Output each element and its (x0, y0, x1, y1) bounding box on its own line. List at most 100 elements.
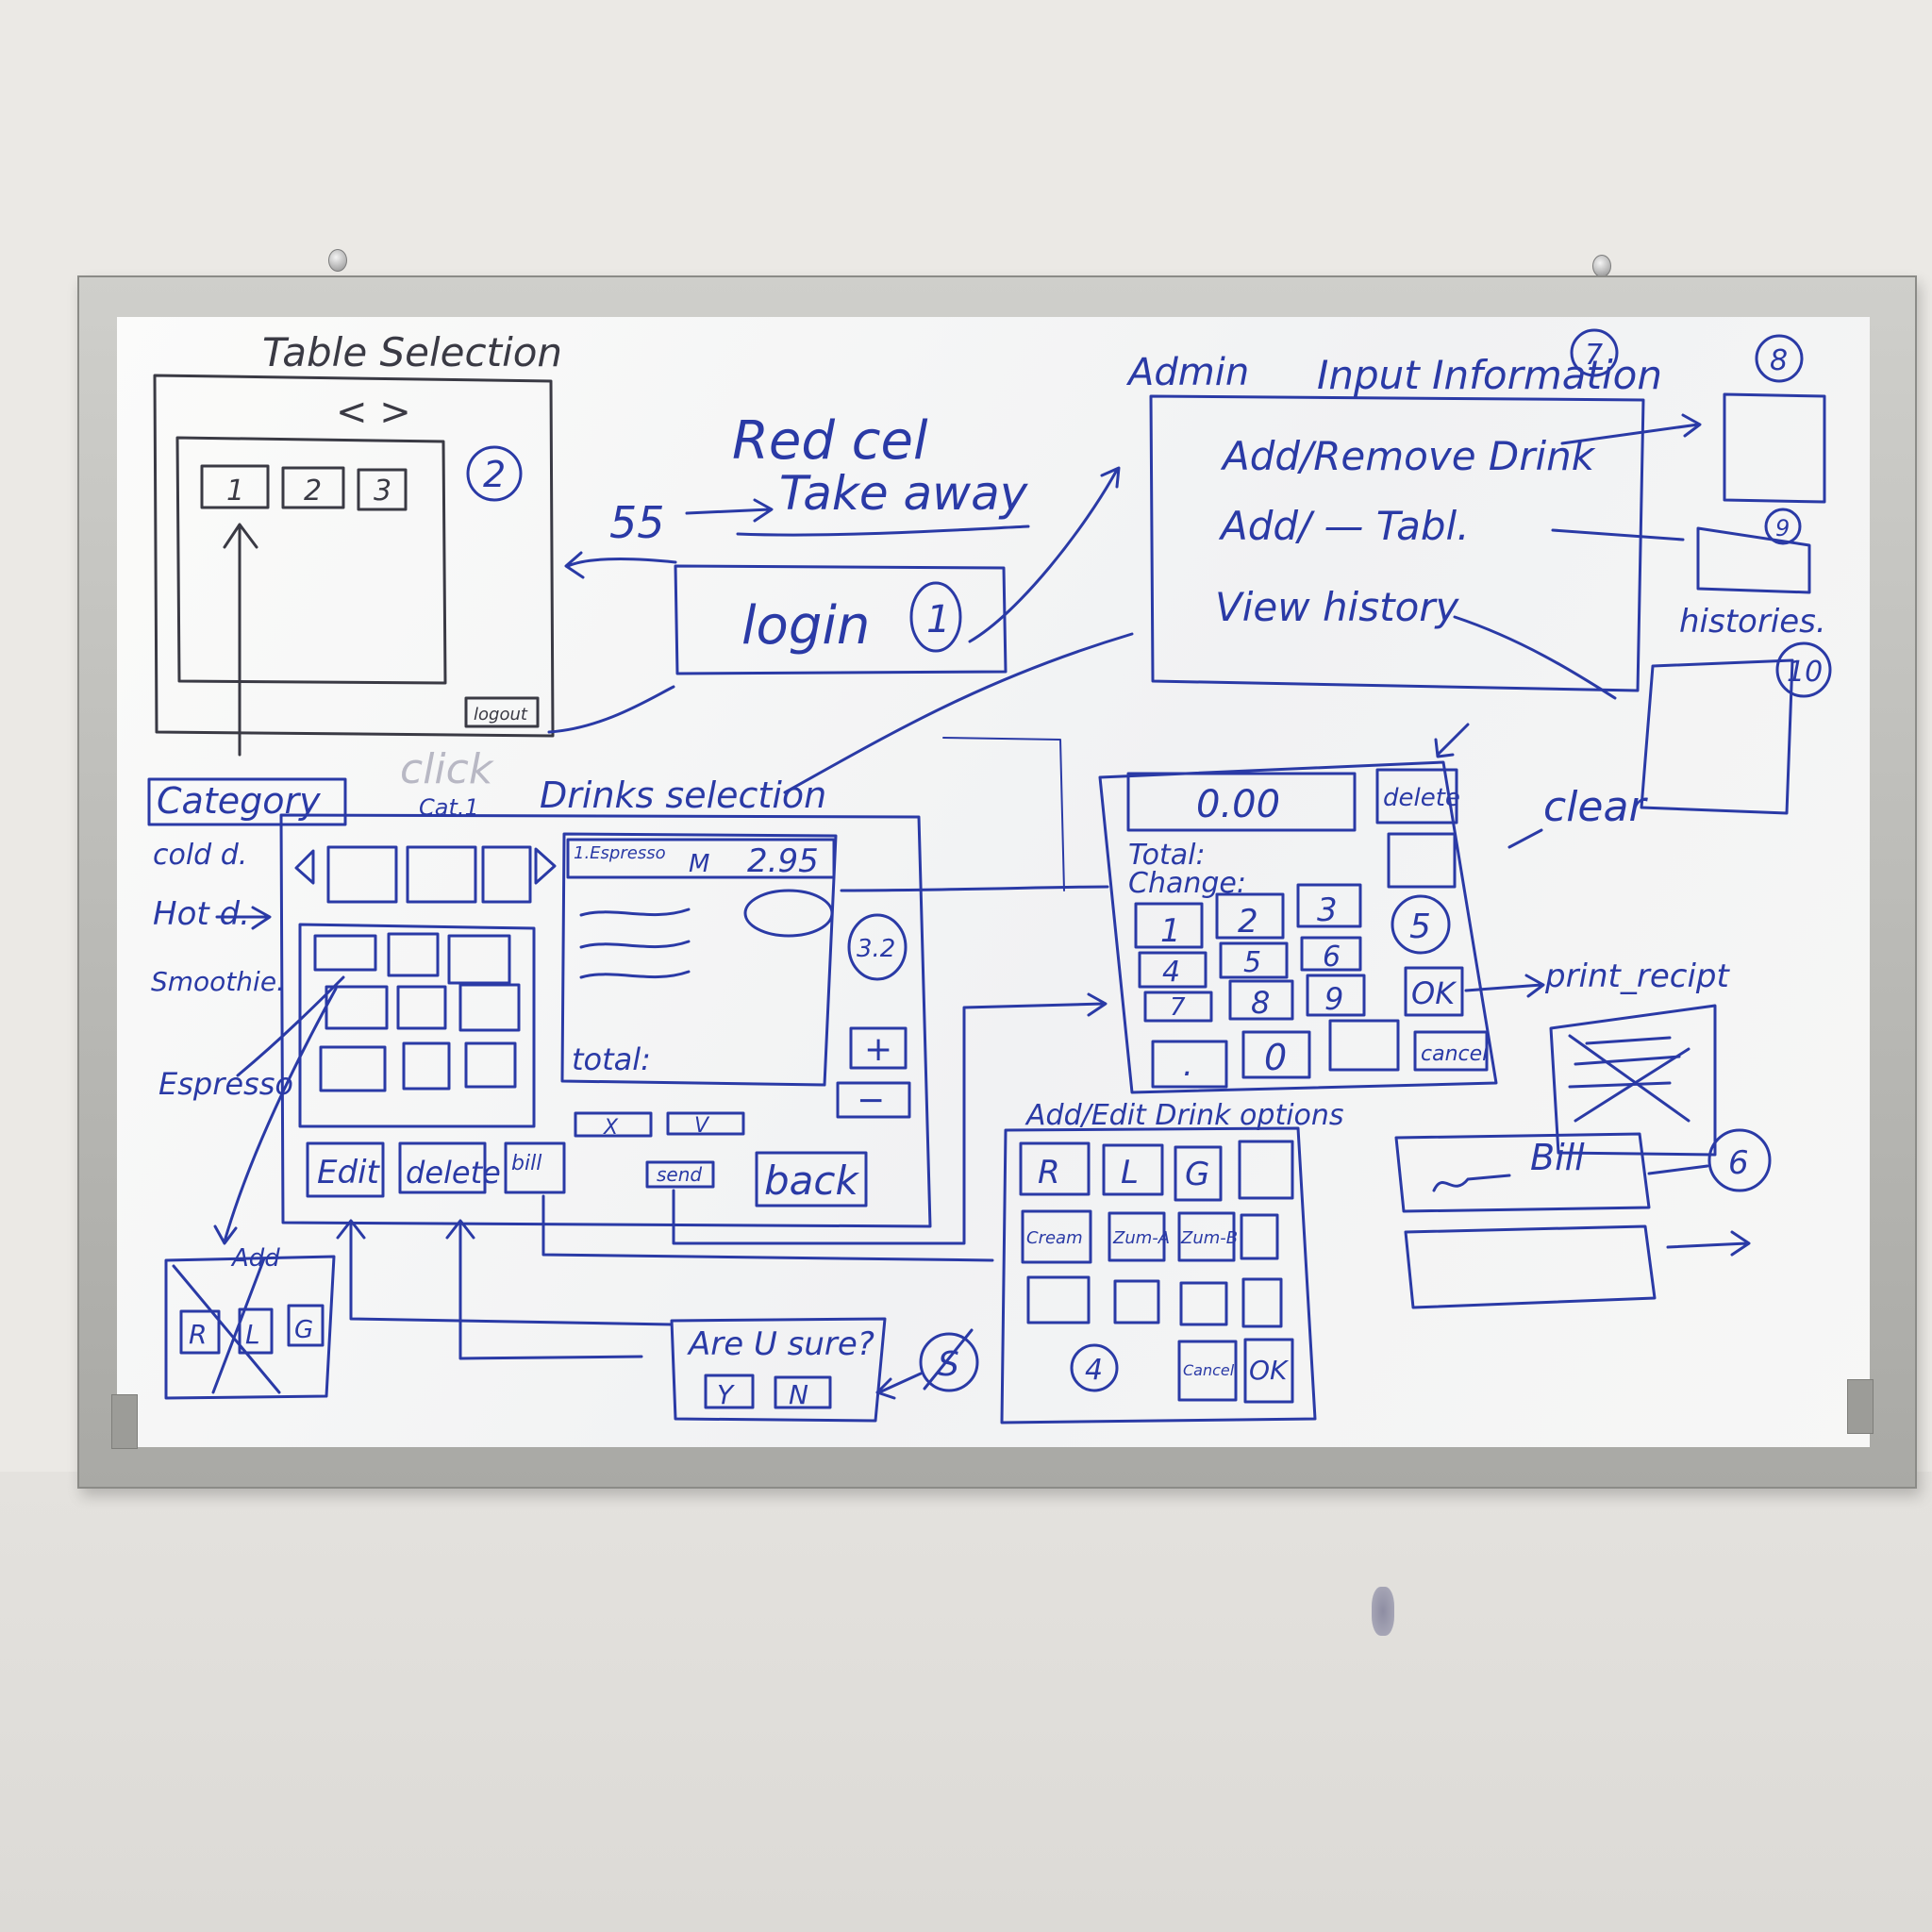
key-7[interactable] (1143, 991, 1213, 1023)
key-2[interactable] (1215, 892, 1285, 940)
drink-tile-2[interactable] (387, 932, 440, 977)
payment-cancel-label: cancel (1421, 1042, 1488, 1066)
confirm-box (670, 1317, 887, 1423)
step-5-circle (1391, 894, 1451, 955)
key-8[interactable] (1228, 979, 1294, 1021)
table-3-button[interactable] (357, 468, 408, 511)
drink-tile-7[interactable] (319, 1045, 387, 1092)
option-red-cel: Red cel (732, 410, 928, 472)
drinks-selection-title: Drinks selection (540, 774, 826, 816)
arrow-ok-to-print (1464, 974, 1545, 998)
drink-tile-3[interactable] (447, 934, 511, 985)
send-button[interactable] (645, 1160, 715, 1189)
minus-button[interactable] (836, 1081, 911, 1119)
confirm-yes-button[interactable] (704, 1374, 755, 1409)
option-slot-2[interactable] (1113, 1279, 1160, 1324)
option-slot-1[interactable] (1026, 1275, 1091, 1324)
click-faint-label: click (400, 745, 494, 793)
key-5[interactable] (1219, 941, 1289, 979)
table-2-button[interactable] (281, 466, 345, 509)
add-option-l[interactable] (238, 1307, 274, 1355)
options-ok-label: OK (1249, 1355, 1290, 1386)
plus-button[interactable] (849, 1026, 908, 1070)
key-6[interactable] (1300, 936, 1362, 972)
bill-button[interactable] (504, 1141, 566, 1194)
payment-blank-key[interactable] (1387, 832, 1457, 889)
extra-zum-a-label: Zum-A (1112, 1228, 1170, 1248)
key-0-label: 0 (1264, 1037, 1287, 1078)
arrow-clear-dash (1507, 828, 1543, 849)
logout-button[interactable] (464, 696, 540, 728)
extra-zum-b-button[interactable] (1177, 1211, 1236, 1262)
step-5-number: 5 (1409, 908, 1431, 946)
category-smoothie[interactable]: Smoothie. (151, 966, 285, 997)
cat-tab-3[interactable] (481, 845, 532, 904)
x-label: X (603, 1116, 619, 1140)
edit-label: Edit (317, 1154, 381, 1191)
mounting-pin-left (328, 249, 347, 272)
drink-tile-8[interactable] (402, 1041, 451, 1091)
confirm-no-button[interactable] (774, 1375, 832, 1409)
arrow-s-to-confirm (875, 1372, 923, 1400)
drink-tile-6[interactable] (458, 983, 521, 1032)
cat-right-arrow[interactable] (534, 847, 557, 885)
step-9-circle (1764, 508, 1802, 545)
payment-cancel-button[interactable] (1413, 1030, 1489, 1072)
panel-8-box (1723, 392, 1826, 504)
drink-tile-5[interactable] (396, 985, 447, 1030)
size-l-button[interactable] (1102, 1143, 1164, 1196)
table-1-button[interactable] (200, 464, 270, 509)
option-slot-4[interactable] (1241, 1277, 1283, 1328)
extra-zum-a-button[interactable] (1108, 1211, 1166, 1262)
order-scribble-3 (579, 970, 691, 979)
key-3[interactable] (1296, 883, 1362, 928)
key-blank[interactable] (1328, 1019, 1400, 1072)
cat-left-arrow[interactable] (294, 849, 315, 885)
order-item-size: M (689, 850, 709, 878)
key-9[interactable] (1306, 974, 1366, 1017)
size-blank-button[interactable] (1238, 1140, 1294, 1200)
step-1-circle (909, 581, 962, 653)
v-button[interactable] (666, 1111, 745, 1136)
receipt-line-1 (1585, 1036, 1672, 1045)
cat-tab-1[interactable] (326, 845, 398, 904)
arrow-login-to-admin (968, 466, 1121, 643)
key-1[interactable] (1134, 902, 1204, 949)
category-cold[interactable]: cold d. (153, 839, 247, 872)
add-option-r[interactable] (179, 1309, 221, 1355)
receipt-bill: Bill 6 (1394, 1004, 1772, 1309)
size-r-button[interactable] (1019, 1141, 1091, 1196)
extra-blank-button[interactable] (1240, 1213, 1279, 1260)
admin-item-table[interactable]: Add/ — Tabl. (1218, 503, 1470, 549)
drink-tile-4[interactable] (325, 985, 389, 1030)
category-hot[interactable]: Hot d. (153, 895, 250, 933)
table-selection-title: Table Selection (262, 329, 562, 375)
key-dot[interactable] (1151, 1040, 1228, 1089)
x-button[interactable] (574, 1111, 653, 1138)
payment-ok-button[interactable] (1404, 966, 1464, 1017)
login-label: login (741, 595, 870, 657)
drink-tile-9[interactable] (464, 1041, 517, 1089)
delete-button[interactable] (398, 1141, 487, 1194)
options-cancel-button[interactable] (1177, 1340, 1238, 1402)
cat-tab-2[interactable] (406, 845, 477, 904)
key-4[interactable] (1138, 951, 1208, 989)
admin-item-history[interactable]: View history (1215, 584, 1460, 630)
category-espresso[interactable]: Espresso (158, 1066, 293, 1102)
payment-delete-button[interactable] (1375, 768, 1458, 824)
drink-tile-espresso[interactable] (313, 934, 377, 972)
key-5-label: 5 (1243, 946, 1261, 979)
option-slot-3[interactable] (1179, 1281, 1228, 1326)
options-ok-button[interactable] (1243, 1338, 1294, 1404)
edit-button[interactable] (306, 1141, 385, 1198)
order-scribble-2 (579, 940, 691, 949)
admin-item-drink[interactable]: Add/Remove Drink (1220, 433, 1596, 479)
add-option-g[interactable] (287, 1304, 325, 1347)
extra-cream-button[interactable] (1021, 1209, 1092, 1264)
add-option-l-label: L (245, 1319, 260, 1350)
size-g-button[interactable] (1174, 1145, 1223, 1202)
order-line-item[interactable] (566, 838, 836, 879)
key-0[interactable] (1241, 1030, 1311, 1079)
arrow-bill-to-6 (1647, 1164, 1709, 1175)
back-button[interactable] (755, 1151, 868, 1208)
